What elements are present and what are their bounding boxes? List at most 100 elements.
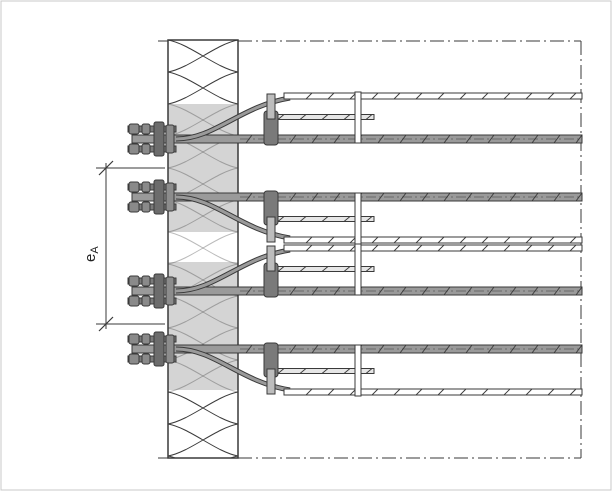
rebar-hatch xyxy=(305,244,313,252)
rebar-hatch xyxy=(371,92,379,100)
rebar-hatch xyxy=(365,216,373,222)
rebar-hatch xyxy=(547,92,555,100)
anchor-assembly-2 xyxy=(127,179,583,245)
bolt-nut xyxy=(141,201,151,213)
bolt-nut xyxy=(128,143,140,155)
rebar-hatch xyxy=(481,388,489,396)
rebar-hatch xyxy=(481,92,489,100)
rebar-hatch xyxy=(459,388,467,396)
rebar-hatch xyxy=(547,244,555,252)
rebar-hatch xyxy=(553,192,561,202)
rebar-hatch xyxy=(277,266,285,272)
bolt-nut xyxy=(141,295,151,307)
bolt-assembly xyxy=(127,273,177,309)
rebar-hatch xyxy=(503,244,511,252)
bolt-nut xyxy=(128,295,140,307)
rebar-hatch xyxy=(415,388,423,396)
rebar-hatch xyxy=(371,388,379,396)
outer-longitudinal-bar xyxy=(283,92,583,100)
insulation-wave xyxy=(168,231,238,265)
rebar-hatch xyxy=(321,368,329,374)
rebar-hatch xyxy=(277,216,285,222)
bolt-shank xyxy=(127,297,177,305)
insulation-wave xyxy=(168,423,238,457)
outer-longitudinal-bar xyxy=(283,244,583,252)
rebar-hatch xyxy=(503,236,511,244)
insulation-wave xyxy=(168,40,238,73)
rebar-hatch xyxy=(553,344,561,354)
wall-section xyxy=(158,39,239,459)
stirrup-leg xyxy=(354,344,362,397)
rebar-hatch xyxy=(547,388,555,396)
rebar-hatch xyxy=(415,244,423,252)
rebar-hatch xyxy=(343,368,351,374)
rebar-hatch xyxy=(299,368,307,374)
stirrup-leg xyxy=(354,192,362,245)
bolt-shank xyxy=(127,355,177,363)
rebar-hatch xyxy=(437,92,445,100)
rebar-hatch xyxy=(305,388,313,396)
rebar-hatch xyxy=(365,266,373,272)
rebar-hatch xyxy=(299,216,307,222)
anchor-link xyxy=(266,368,276,395)
outer-longitudinal-bar xyxy=(283,236,583,244)
rebar-hatch xyxy=(487,344,495,354)
rebar-hatch xyxy=(305,92,313,100)
rebar-hatch xyxy=(343,216,351,222)
dimension-tick-bottom xyxy=(98,316,114,332)
rebar-hatch xyxy=(321,266,329,272)
anchor-link xyxy=(266,216,276,243)
concrete-zone-lower xyxy=(168,262,238,390)
bolt-nut xyxy=(141,353,151,365)
rebar-hatch xyxy=(547,236,555,244)
bolt-nut xyxy=(128,353,140,365)
bolt-assembly xyxy=(127,179,177,215)
insulation-wave xyxy=(168,359,238,393)
rebar-hatch xyxy=(393,244,401,252)
dimension-label: eA xyxy=(82,246,101,262)
bolt-nut xyxy=(141,275,151,287)
anchor-assembly-4 xyxy=(127,331,583,397)
rebar-hatch xyxy=(371,244,379,252)
bolt-nut xyxy=(141,333,151,345)
bearing-plate-inner xyxy=(165,124,175,154)
bolt-shank xyxy=(127,203,177,211)
bolt-shank xyxy=(127,277,177,285)
insulation-wave xyxy=(168,391,238,425)
rebar-hatch xyxy=(299,266,307,272)
rebar-hatch xyxy=(459,236,467,244)
bolt-shank xyxy=(127,335,177,343)
anchor-link xyxy=(266,245,276,272)
rebar-hatch xyxy=(487,192,495,202)
anchor-assemblies xyxy=(127,91,583,397)
rebar-hatch xyxy=(415,92,423,100)
anchor-assembly-1 xyxy=(127,91,583,157)
bolt-assembly xyxy=(127,331,177,367)
bolt-assembly xyxy=(127,121,177,157)
rebar-hatch xyxy=(503,388,511,396)
bolt-nut xyxy=(128,275,140,287)
insulation-wave xyxy=(168,71,238,105)
bolt-nut xyxy=(141,143,151,155)
rebar-hatch xyxy=(487,134,495,144)
rebar-hatch xyxy=(459,244,467,252)
anchor-assembly-3 xyxy=(127,243,583,309)
insulation-wave xyxy=(168,231,238,265)
rebar-hatch xyxy=(393,388,401,396)
bolt-nut xyxy=(128,123,140,135)
rebar-hatch xyxy=(289,286,297,296)
stirrup-leg xyxy=(354,243,362,296)
insulation-wave xyxy=(168,327,238,361)
rebar-hatch xyxy=(525,388,533,396)
rebar-hatch xyxy=(393,236,401,244)
rebar-hatch xyxy=(437,388,445,396)
bolt-shank xyxy=(127,145,177,153)
insulation-wave xyxy=(168,103,238,137)
bearing-plate xyxy=(153,331,165,367)
rebar-hatch xyxy=(277,368,285,374)
bolt-nut xyxy=(141,123,151,135)
insulation-wave xyxy=(229,455,238,458)
rebar-hatch xyxy=(393,92,401,100)
outer-longitudinal-bar xyxy=(283,388,583,396)
